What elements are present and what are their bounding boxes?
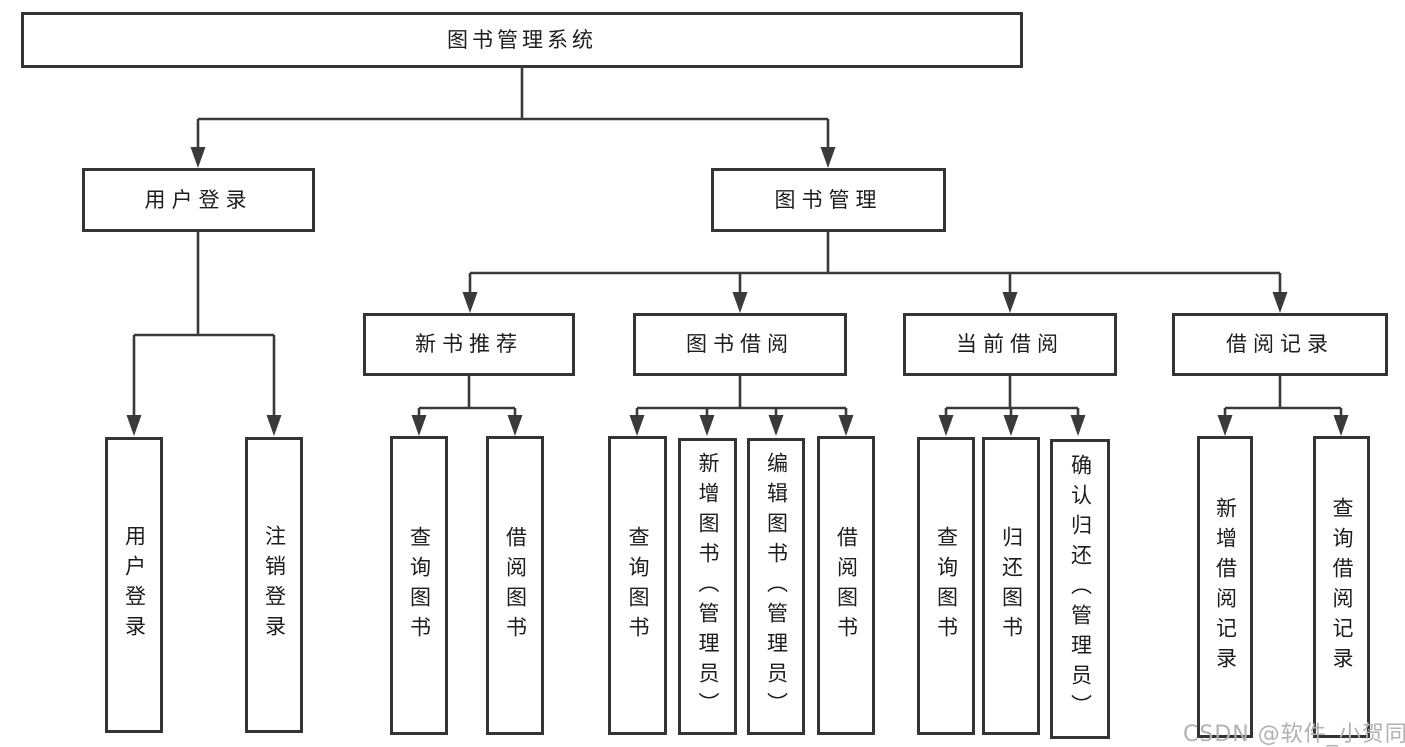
- node-leaf-query-books-borrowing: 查询图书: [608, 436, 667, 735]
- node-current-borrowing: 当前借阅: [903, 313, 1117, 376]
- node-leaf-edit-book-admin: 编辑图书（管理员）: [747, 438, 805, 735]
- node-library-system: 图书管理系统: [21, 12, 1023, 68]
- node-leaf-logout: 注销登录: [245, 437, 303, 733]
- node-book-management: 图书管理: [711, 168, 946, 232]
- node-leaf-user-login: 用户登录: [105, 437, 163, 733]
- node-new-book-recommend: 新书推荐: [363, 313, 575, 376]
- node-leaf-confirm-return-admin: 确认归还（管理员）: [1050, 439, 1110, 739]
- watermark: CSDN @软件_小贺同学: [1183, 722, 1405, 747]
- node-user-login: 用户登录: [82, 168, 315, 232]
- node-leaf-add-borrow-record: 新增借阅记录: [1197, 436, 1253, 738]
- node-leaf-return-book: 归还图书: [982, 437, 1040, 735]
- node-borrowing-records: 借阅记录: [1172, 313, 1388, 376]
- node-book-borrowing: 图书借阅: [633, 313, 847, 376]
- node-leaf-query-books-current: 查询图书: [917, 437, 975, 735]
- node-leaf-borrow-books-recommend: 借阅图书: [486, 436, 544, 735]
- node-leaf-add-book-admin: 新增图书（管理员）: [678, 438, 737, 735]
- node-leaf-borrow-books: 借阅图书: [817, 436, 875, 735]
- node-leaf-query-borrow-record: 查询借阅记录: [1313, 436, 1370, 738]
- node-leaf-query-books-recommend: 查询图书: [390, 436, 448, 735]
